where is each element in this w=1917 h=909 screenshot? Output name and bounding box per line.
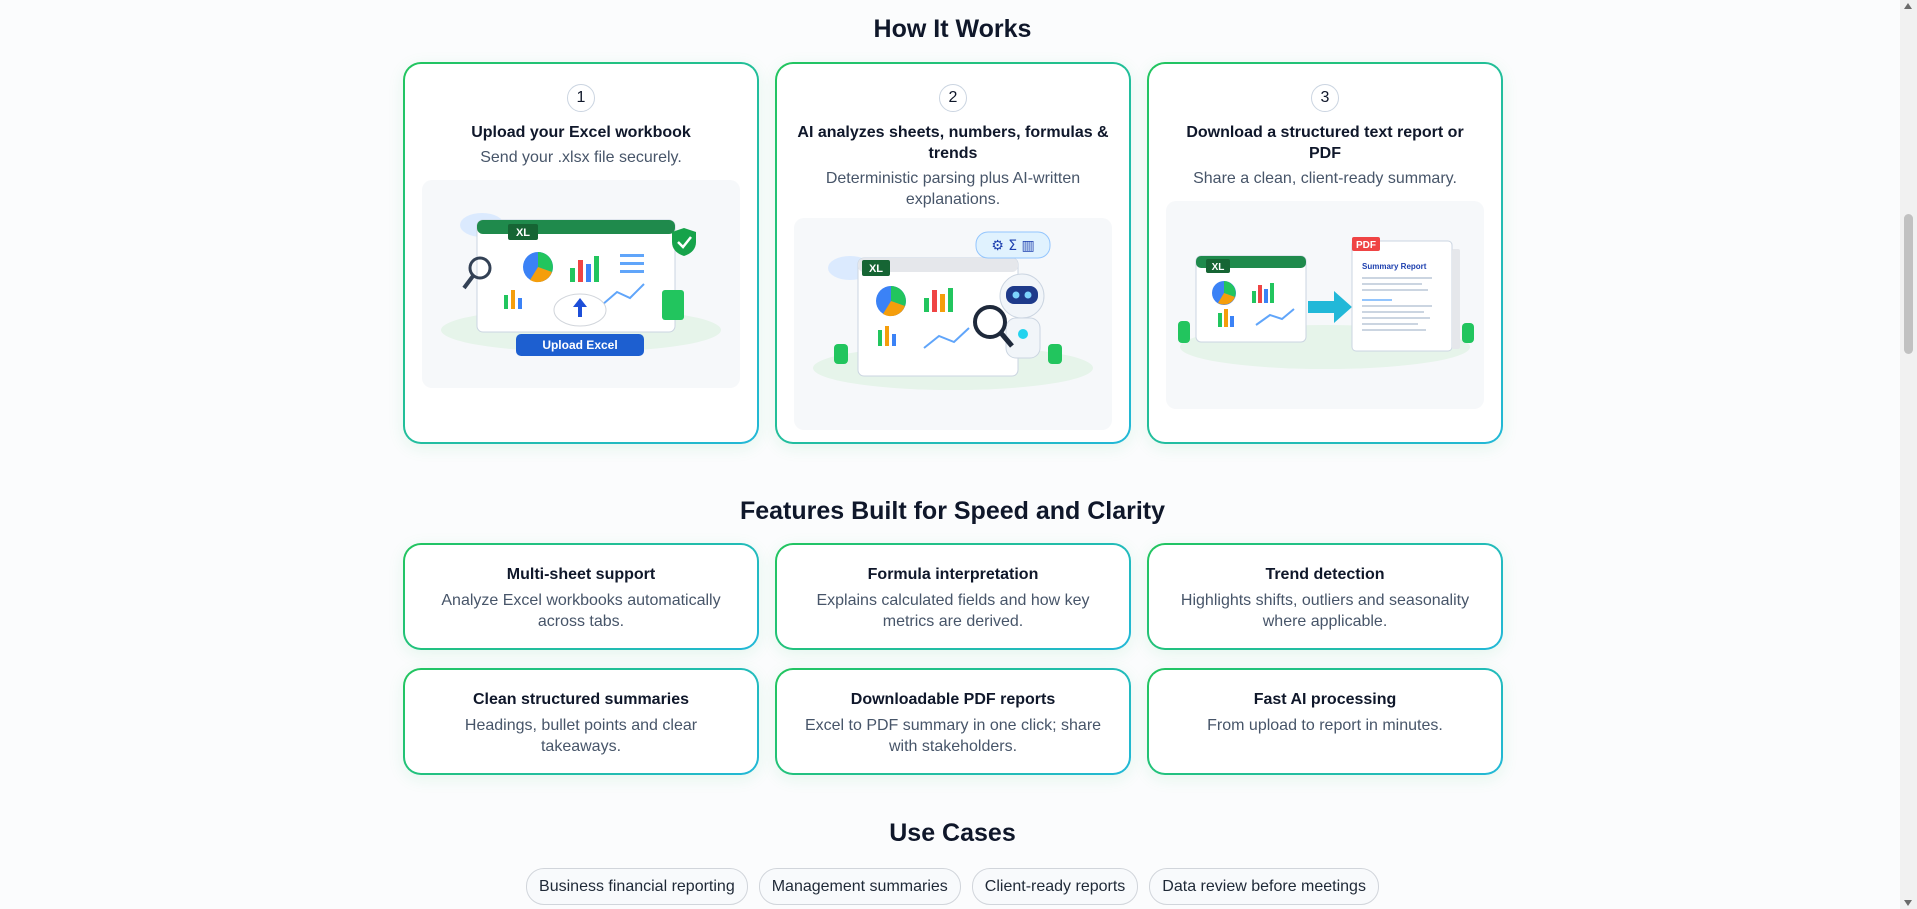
use-case-chip[interactable]: Data review before meetings bbox=[1149, 868, 1379, 905]
use-case-chip[interactable]: Management summaries bbox=[759, 868, 961, 905]
feature-title: Fast AI processing bbox=[1149, 689, 1501, 710]
step-description: Share a clean, client-ready summary. bbox=[1173, 168, 1477, 189]
feature-card: Formula interpretation Explains calculat… bbox=[775, 543, 1131, 650]
step-number: 3 bbox=[1311, 84, 1339, 112]
step-title: Upload your Excel workbook bbox=[425, 122, 737, 143]
step-title: Download a structured text report or PDF bbox=[1169, 122, 1481, 164]
use-cases-title: Use Cases bbox=[0, 819, 1905, 848]
step-number: 2 bbox=[939, 84, 967, 112]
feature-description: Explains calculated fields and how key m… bbox=[795, 590, 1111, 632]
svg-text:XL: XL bbox=[1212, 262, 1225, 273]
upload-illustration: XL Upload Excel bbox=[422, 180, 740, 388]
features-title: Features Built for Speed and Clarity bbox=[0, 497, 1905, 526]
feature-title: Clean structured summaries bbox=[405, 689, 757, 710]
feature-description: Highlights shifts, outliers and seasonal… bbox=[1167, 590, 1483, 632]
robot-analysis-image: XL ⚙ Σ ▥ bbox=[794, 218, 1112, 430]
use-case-chip[interactable]: Client-ready reports bbox=[972, 868, 1139, 905]
feature-description: Headings, bullet points and clear takeaw… bbox=[423, 715, 739, 757]
step-description: Deterministic parsing plus AI-written ex… bbox=[801, 168, 1105, 210]
scroll-up-arrow-icon[interactable] bbox=[1904, 3, 1912, 9]
upload-excel-label: Upload Excel bbox=[516, 334, 644, 356]
svg-text:XL: XL bbox=[869, 263, 883, 275]
feature-title: Multi-sheet support bbox=[405, 564, 757, 585]
report-download-illustration: XL PDF Summary Report bbox=[1166, 201, 1484, 409]
step-description: Send your .xlsx file securely. bbox=[429, 147, 733, 168]
feature-card: Clean structured summaries Headings, bul… bbox=[403, 668, 759, 775]
feature-card: Multi-sheet support Analyze Excel workbo… bbox=[403, 543, 759, 650]
feature-card: Trend detection Highlights shifts, outli… bbox=[1147, 543, 1503, 650]
features-grid: Multi-sheet support Analyze Excel workbo… bbox=[403, 543, 1503, 775]
svg-text:Summary Report: Summary Report bbox=[1362, 262, 1427, 271]
pdf-report-image: XL PDF Summary Report bbox=[1166, 201, 1484, 409]
use-case-chip[interactable]: Business financial reporting bbox=[526, 868, 748, 905]
step-number: 1 bbox=[567, 84, 595, 112]
feature-title: Downloadable PDF reports bbox=[777, 689, 1129, 710]
step-card-3: 3 Download a structured text report or P… bbox=[1147, 62, 1503, 444]
feature-card: Fast AI processing From upload to report… bbox=[1147, 668, 1503, 775]
scroll-thumb[interactable] bbox=[1904, 214, 1913, 354]
svg-text:XL: XL bbox=[516, 227, 530, 239]
feature-title: Formula interpretation bbox=[777, 564, 1129, 585]
use-case-list: Business financial reporting Management … bbox=[0, 868, 1905, 905]
vertical-scrollbar[interactable] bbox=[1900, 0, 1917, 909]
step-card-1: 1 Upload your Excel workbook Send your .… bbox=[403, 62, 759, 444]
how-it-works-title: How It Works bbox=[0, 15, 1905, 44]
feature-description: From upload to report in minutes. bbox=[1167, 715, 1483, 736]
step-card-2: 2 AI analyzes sheets, numbers, formulas … bbox=[775, 62, 1131, 444]
step-title: AI analyzes sheets, numbers, formulas & … bbox=[797, 122, 1109, 164]
feature-description: Excel to PDF summary in one click; share… bbox=[795, 715, 1111, 757]
scroll-down-arrow-icon[interactable] bbox=[1904, 900, 1912, 906]
feature-title: Trend detection bbox=[1149, 564, 1501, 585]
steps-grid: 1 Upload your Excel workbook Send your .… bbox=[403, 62, 1503, 444]
feature-description: Analyze Excel workbooks automatically ac… bbox=[423, 590, 739, 632]
svg-text:PDF: PDF bbox=[1356, 240, 1376, 251]
feature-card: Downloadable PDF reports Excel to PDF su… bbox=[775, 668, 1131, 775]
spreadsheet-upload-image: XL bbox=[422, 180, 740, 388]
ai-analysis-illustration: XL ⚙ Σ ▥ bbox=[794, 218, 1112, 430]
svg-text:⚙ Σ ▥: ⚙ Σ ▥ bbox=[991, 238, 1035, 254]
